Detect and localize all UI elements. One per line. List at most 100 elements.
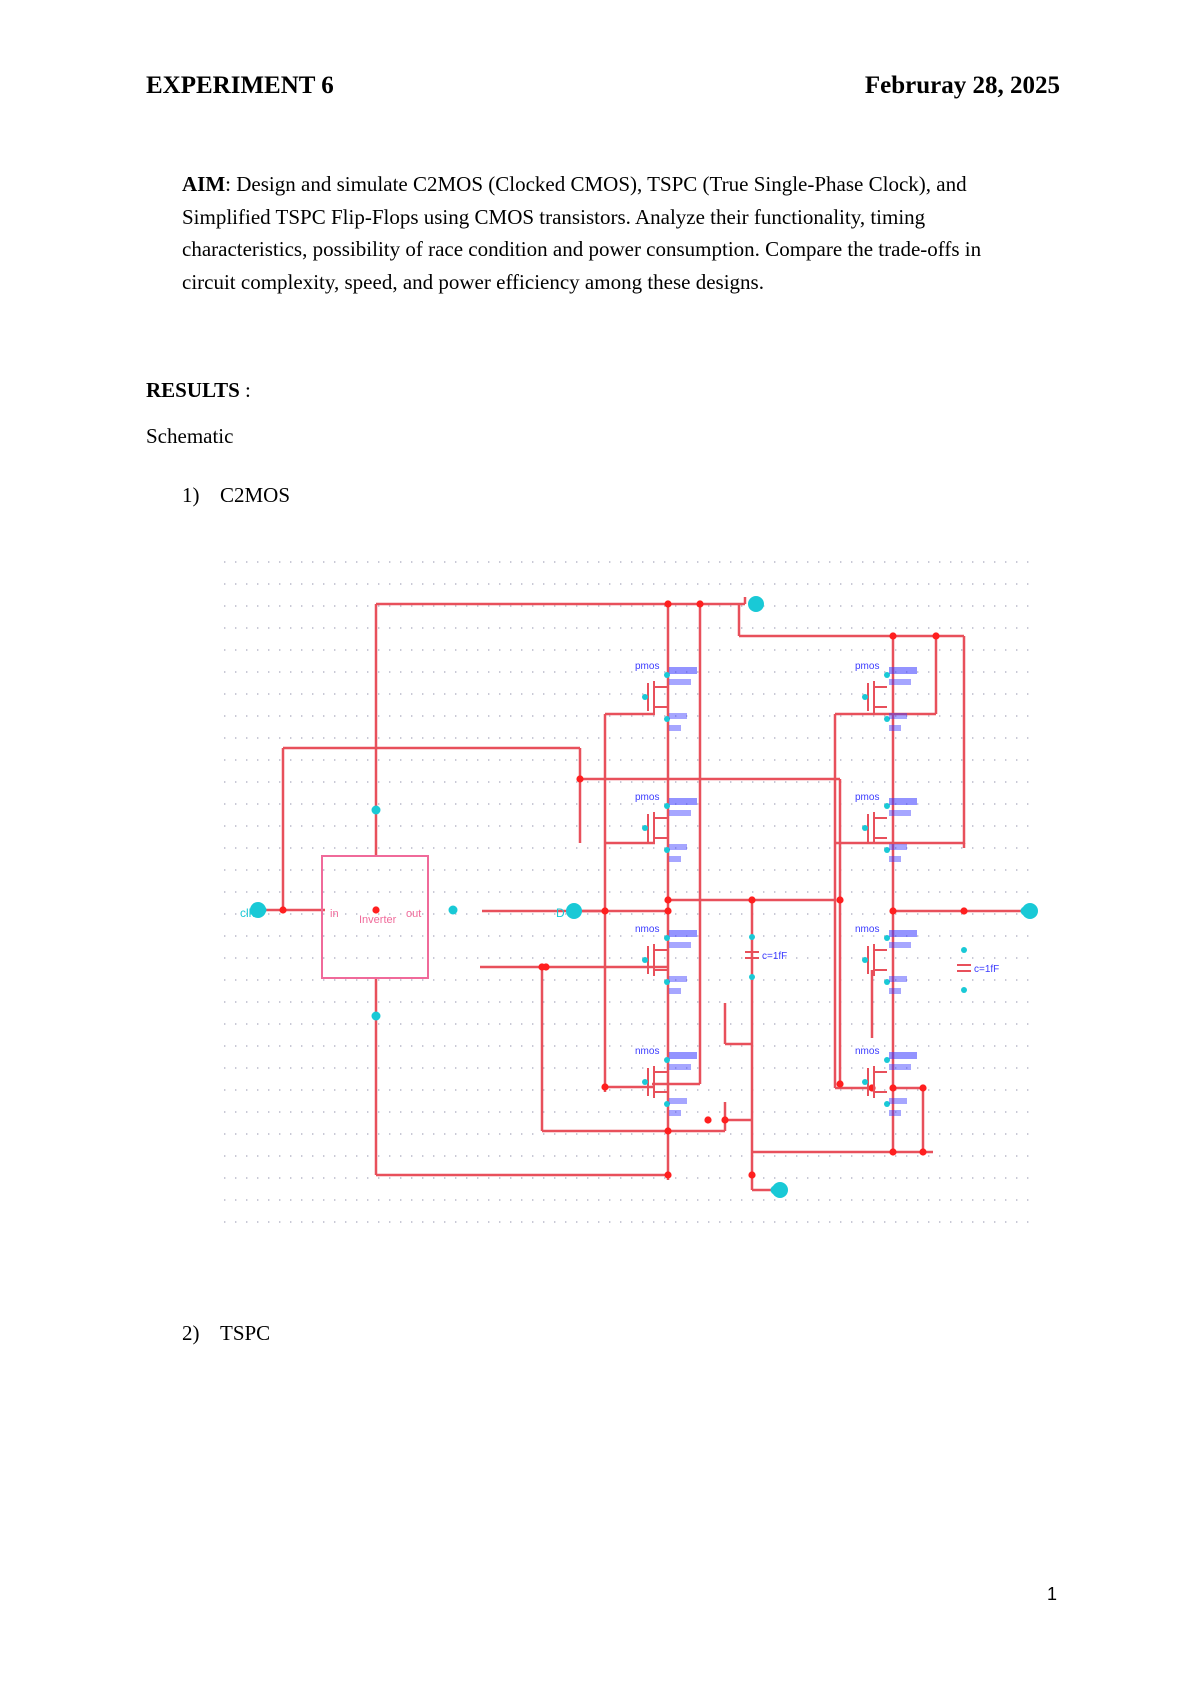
pin	[664, 803, 670, 809]
pin	[664, 1057, 670, 1063]
param-text	[889, 1064, 911, 1070]
pin	[884, 672, 890, 678]
nmos-label: nmos	[855, 1046, 879, 1057]
param-text	[889, 679, 911, 685]
wire-junction	[538, 963, 546, 971]
wire-junction	[889, 632, 897, 640]
pin	[961, 987, 967, 993]
wire-junction	[836, 1080, 844, 1088]
param-text	[669, 1064, 691, 1070]
wire-junction	[721, 1116, 729, 1124]
page-number: 1	[1046, 1584, 1057, 1604]
grid-dots	[224, 561, 1029, 1223]
param-text	[669, 844, 687, 850]
wire-junction	[664, 907, 672, 915]
wire-junction	[372, 906, 380, 914]
wire-junction	[664, 1127, 672, 1135]
pmos-transistor: pmos	[855, 661, 917, 731]
wire-junction	[748, 1171, 756, 1179]
param-text	[669, 930, 697, 937]
pin	[664, 672, 670, 678]
pin	[642, 825, 648, 831]
schematic-wires	[262, 597, 1025, 1192]
pmos-transistor: pmos	[635, 792, 697, 862]
schematic-heading: Schematic	[146, 424, 234, 448]
gnd-terminal	[772, 1182, 788, 1198]
pmos-transistor: pmos	[855, 792, 917, 862]
wire-junction	[889, 907, 897, 915]
pmos-label: pmos	[855, 661, 879, 672]
pin	[884, 979, 890, 985]
param-text	[889, 798, 917, 805]
wire-junction	[889, 1084, 897, 1092]
aim-paragraph: AIM: Design and simulate C2MOS (Clocked …	[182, 168, 1022, 298]
nmos-label: nmos	[635, 1046, 659, 1057]
pin	[884, 803, 890, 809]
inverter-label: Inverter	[359, 914, 397, 926]
wire-junction	[919, 1084, 927, 1092]
inverter-in-label: in	[330, 908, 339, 920]
list-item-label: TSPC	[220, 1321, 271, 1345]
pin	[884, 935, 890, 941]
experiment-title: EXPERIMENT 6	[146, 72, 334, 99]
results-heading: RESULTS :	[146, 378, 251, 403]
param-text	[889, 725, 901, 731]
clk-label: clk	[240, 906, 256, 920]
param-text	[669, 942, 691, 948]
d-terminal	[566, 903, 582, 919]
list-item-number: 1)	[182, 483, 200, 507]
nmos-transistor: nmos	[635, 1046, 697, 1116]
pin	[862, 825, 868, 831]
param-text	[889, 1052, 917, 1059]
param-text	[889, 988, 901, 994]
wire-junction	[704, 1116, 712, 1124]
list-item-tspc: 2) TSPC	[182, 1321, 270, 1346]
param-text	[669, 856, 681, 862]
aim-label: AIM	[182, 172, 226, 196]
param-text	[669, 988, 681, 994]
param-text	[889, 930, 917, 937]
wire-junction	[748, 896, 756, 904]
nmos-transistor: nmos	[635, 924, 697, 994]
nmos-transistor: nmos	[855, 924, 917, 994]
q-terminal	[1022, 903, 1038, 919]
pin	[862, 694, 868, 700]
param-text	[889, 1098, 907, 1104]
param-text	[889, 667, 917, 674]
param-text	[889, 856, 901, 862]
param-text	[669, 1098, 687, 1104]
param-text	[669, 667, 697, 674]
d-label: D	[556, 906, 565, 920]
inverter-block	[321, 855, 429, 979]
pmos-label: pmos	[855, 792, 879, 803]
pin	[884, 716, 890, 722]
param-text	[669, 798, 697, 805]
param-text	[669, 679, 691, 685]
list-item-number: 2)	[182, 1321, 200, 1345]
pin	[664, 847, 670, 853]
param-text	[889, 713, 907, 719]
wire-junction	[932, 632, 940, 640]
pin	[884, 847, 890, 853]
param-text	[669, 976, 687, 982]
param-text	[669, 810, 691, 816]
pin	[642, 1079, 648, 1085]
pin	[749, 974, 755, 980]
vdd-terminal	[748, 596, 764, 612]
schematic-nodes	[250, 596, 1038, 1198]
pin	[664, 1101, 670, 1107]
wire-junction	[601, 907, 609, 915]
pin	[664, 935, 670, 941]
pmos-label: pmos	[635, 661, 659, 672]
param-text	[889, 810, 911, 816]
wire-junction	[919, 1148, 927, 1156]
results-label: RESULTS	[146, 378, 240, 402]
pin	[371, 805, 381, 815]
capacitor: c=1fF	[745, 934, 787, 980]
pin	[884, 1057, 890, 1063]
pin	[961, 947, 967, 953]
wire-junction	[889, 1148, 897, 1156]
cap-value-label: c=1fF	[974, 964, 999, 975]
